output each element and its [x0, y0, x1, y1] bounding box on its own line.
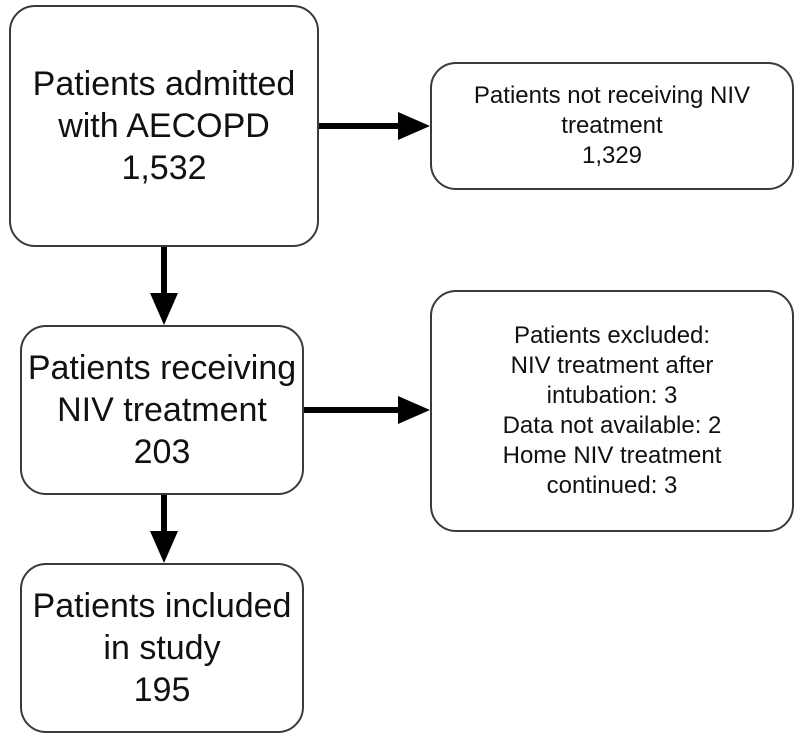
arrow-receiving-to-included — [150, 495, 178, 563]
not-receiving-line-1: Patients not receiving NIV — [473, 82, 751, 109]
included-count: 195 — [133, 671, 191, 709]
admitted-line-1: Patients admitted — [32, 65, 296, 103]
box-patients-not-receiving-niv: Patients not receiving NIV treatment 1,3… — [430, 62, 794, 190]
included-line-2: in study — [103, 629, 221, 667]
not-receiving-line-2: treatment — [561, 112, 663, 139]
box-patients-included: Patients included in study 195 — [20, 563, 304, 733]
arrow-receiving-to-excluded — [304, 396, 430, 424]
receiving-count: 203 — [133, 433, 191, 471]
admitted-count: 1,532 — [121, 149, 207, 187]
receiving-line-1: Patients receiving — [27, 349, 297, 387]
excluded-line-2: NIV treatment after — [510, 352, 714, 379]
excluded-line-3: intubation: 3 — [546, 382, 678, 409]
excluded-line-5: Home NIV treatment — [502, 442, 722, 469]
excluded-line-1: Patients excluded: — [513, 322, 711, 349]
not-receiving-count: 1,329 — [581, 142, 643, 169]
box-patients-admitted: Patients admitted with AECOPD 1,532 — [9, 5, 319, 247]
arrow-admitted-to-receiving — [150, 247, 178, 325]
included-line-1: Patients included — [32, 587, 292, 625]
excluded-line-6: continued: 3 — [546, 472, 678, 499]
box-patients-receiving-niv: Patients receiving NIV treatment 203 — [20, 325, 304, 495]
arrow-admitted-to-not-receiving — [319, 112, 430, 140]
box-patients-excluded: Patients excluded: NIV treatment after i… — [430, 290, 794, 532]
receiving-line-2: NIV treatment — [57, 391, 267, 429]
excluded-line-4: Data not available: 2 — [502, 412, 722, 439]
admitted-line-2: with AECOPD — [58, 107, 270, 145]
